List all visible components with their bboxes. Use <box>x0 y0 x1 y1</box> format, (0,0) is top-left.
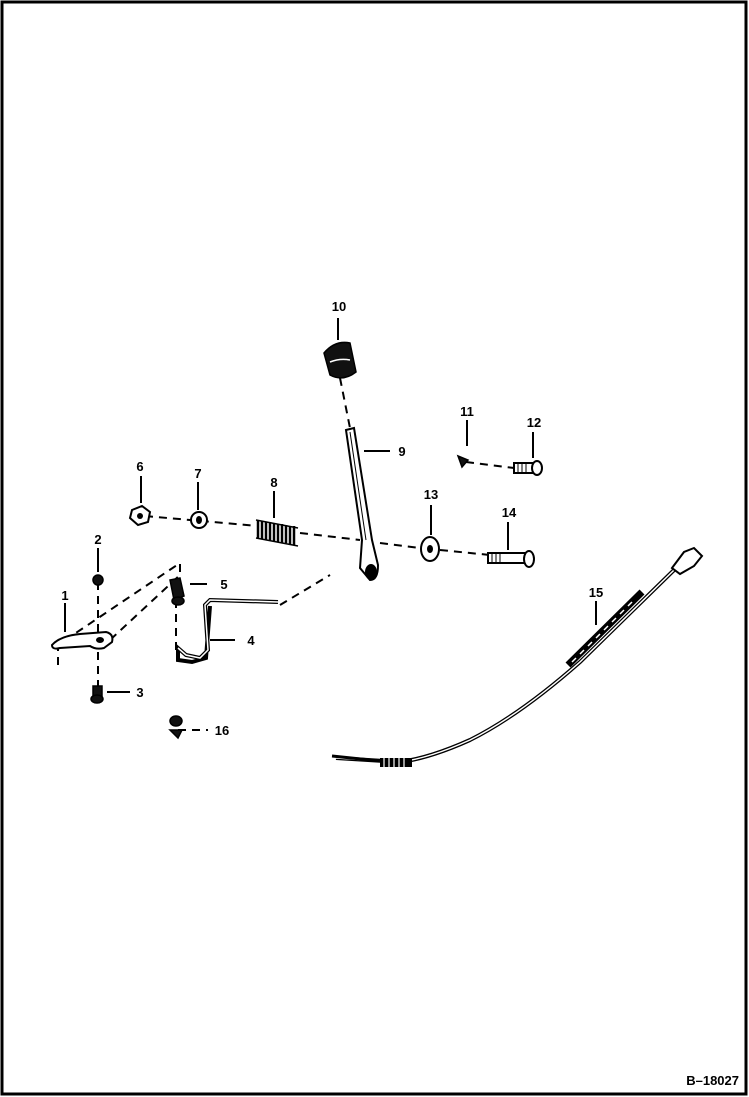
bolt-part-3 <box>90 685 104 704</box>
bolt-part-5 <box>169 577 185 606</box>
callout-5: 5 <box>220 577 227 592</box>
lever-part <box>344 426 380 582</box>
spring-part <box>255 519 299 547</box>
callout-4: 4 <box>247 633 255 648</box>
callout-16: 16 <box>215 723 229 738</box>
cable-part <box>331 546 704 767</box>
callout-14: 14 <box>502 505 517 520</box>
knob-part <box>323 341 357 379</box>
callout-6: 6 <box>136 459 143 474</box>
nut-part-7 <box>190 511 208 529</box>
clip-part <box>168 715 184 740</box>
figure-id: B–18027 <box>686 1073 739 1088</box>
bracket-part <box>50 630 114 650</box>
nut-part-6 <box>128 504 152 527</box>
assembly-lines <box>57 377 515 731</box>
callout-15: 15 <box>589 585 603 600</box>
callout-2: 2 <box>94 532 101 547</box>
callout-13: 13 <box>424 487 438 502</box>
leader-lines <box>64 318 597 693</box>
rod-part <box>176 597 279 665</box>
callout-11: 11 <box>460 404 474 419</box>
callout-9: 9 <box>398 444 405 459</box>
callout-8: 8 <box>270 475 277 490</box>
bolt-part-12 <box>513 460 543 476</box>
washer-part <box>420 536 440 562</box>
callout-1: 1 <box>61 588 68 603</box>
callout-labels: 1 2 3 4 5 6 7 8 9 10 11 12 13 14 15 16 <box>61 299 603 738</box>
callout-3: 3 <box>136 685 143 700</box>
callout-12: 12 <box>527 415 541 430</box>
nut-part-2 <box>92 574 104 586</box>
callout-7: 7 <box>194 466 201 481</box>
nut-part-11 <box>456 454 470 469</box>
callout-10: 10 <box>332 299 346 314</box>
bolt-part-14 <box>487 550 535 568</box>
